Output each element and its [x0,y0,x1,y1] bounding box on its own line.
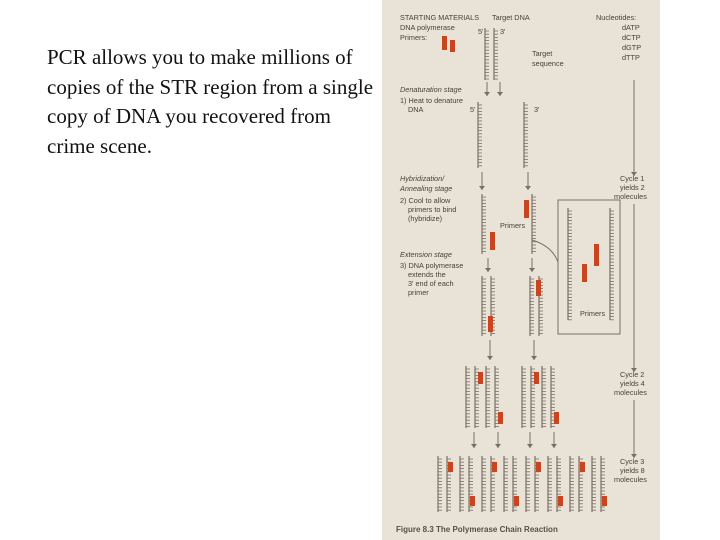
anneal-arrow-left-head [479,186,485,190]
denature-arrow-left-head [484,92,490,96]
cycle1-label-2: yields 2 [620,183,645,192]
cycle2-label-3: molecules [614,388,647,397]
end-3-mid: 3' [534,105,540,114]
pcr-strands: 5' 3' 5' 3' [438,27,637,512]
cycle3-arrow-4-head [551,444,557,448]
hybridization-step-1: 2) Cool to allow [400,196,451,205]
starting-item-polymerase: DNA polymerase [400,23,455,32]
starting-item-primers: Primers: [400,33,427,42]
denature-arrow-right-head [497,92,503,96]
cycle2-label-2: yields 4 [620,379,645,388]
cycle2-arrow-2-head [531,356,537,360]
starting-materials-header: STARTING MATERIALS [400,13,479,22]
end-5-mid: 5' [470,105,476,114]
extension-step-3: 3' end of each [408,279,454,288]
cycle3-primer-5 [536,462,541,472]
cycle3-primer-4 [514,496,519,506]
hybridization-step-2: primers to bind [408,205,456,214]
extend-arrow-right-head [529,268,535,272]
cycle3-primer-2 [470,496,475,506]
cycle2-label-1: Cycle 2 [620,370,644,379]
extend-primer-left [488,316,493,332]
primers-label: Primers [500,221,525,230]
cycle3-arrow-3-head [527,444,533,448]
cycle3-primer-8 [602,496,607,506]
cycle3-arrow-2-head [495,444,501,448]
nucleotide-dctp: dCTP [622,33,641,42]
starting-primer-1 [442,36,447,50]
hybridization-title-2: Annealing stage [399,184,452,193]
nucleotide-dttp: dTTP [622,53,640,62]
hybridization-title-1: Hybridization/ [400,174,445,183]
figure-caption: Figure 8.3 The Polymerase Chain Reaction [396,525,558,534]
extension-step-1: 3) DNA polymerase [400,261,463,270]
nucleotides-label: Nucleotides: [596,13,636,22]
target-sequence-label-2: sequence [532,59,564,68]
starting-primer-2 [450,40,455,52]
target-sequence-label-1: Target [532,49,552,58]
denaturation-title: Denaturation stage [400,85,462,94]
extension-step-2: extends the [408,270,446,279]
nucleotide-dgtp: dGTP [622,43,641,52]
cycle3-label-2: yields 8 [620,466,645,475]
cycle3-label-1: Cycle 3 [620,457,644,466]
slide-paragraph: PCR allows you to make millions of copie… [47,43,377,161]
cycle3-label-3: molecules [614,475,647,484]
hybridization-step-3: (hybridize) [408,214,442,223]
cycle3-primer-1 [448,462,453,472]
cycle3-primer-6 [558,496,563,506]
cycle2-primer-4 [554,412,559,424]
cycle2-primer-2 [498,412,503,424]
end-5-top: 5' [478,27,484,36]
cycle2-primer-1 [478,372,483,384]
pcr-diagram: STARTING MATERIALS DNA polymerase Primer… [382,0,660,540]
cycle2-arrow-1-head [487,356,493,360]
cycle3-primer-7 [580,462,585,472]
denaturation-step-1: 1) Heat to denature [400,96,463,105]
primers-label-inset: Primers [580,309,605,318]
anneal-primer-right [524,200,529,218]
extension-step-4: primer [408,288,429,297]
cycle3-arrow-1-head [471,444,477,448]
inset-primer-1 [594,244,599,266]
anneal-primer-left [490,232,495,250]
anneal-arrow-right-head [525,186,531,190]
extend-primer-right [536,280,541,296]
target-dna-label: Target DNA [492,13,530,22]
cycle2-primer-3 [534,372,539,384]
nucleotide-datp: dATP [622,23,640,32]
pcr-figure: STARTING MATERIALS DNA polymerase Primer… [382,0,660,540]
extend-arrow-left-head [485,268,491,272]
extension-title: Extension stage [400,250,452,259]
denaturation-step-2: DNA [408,105,424,114]
inset-primer-2 [582,264,587,282]
cycle3-primer-3 [492,462,497,472]
end-3-top: 3' [500,27,506,36]
cycle1-label-1: Cycle 1 [620,174,644,183]
